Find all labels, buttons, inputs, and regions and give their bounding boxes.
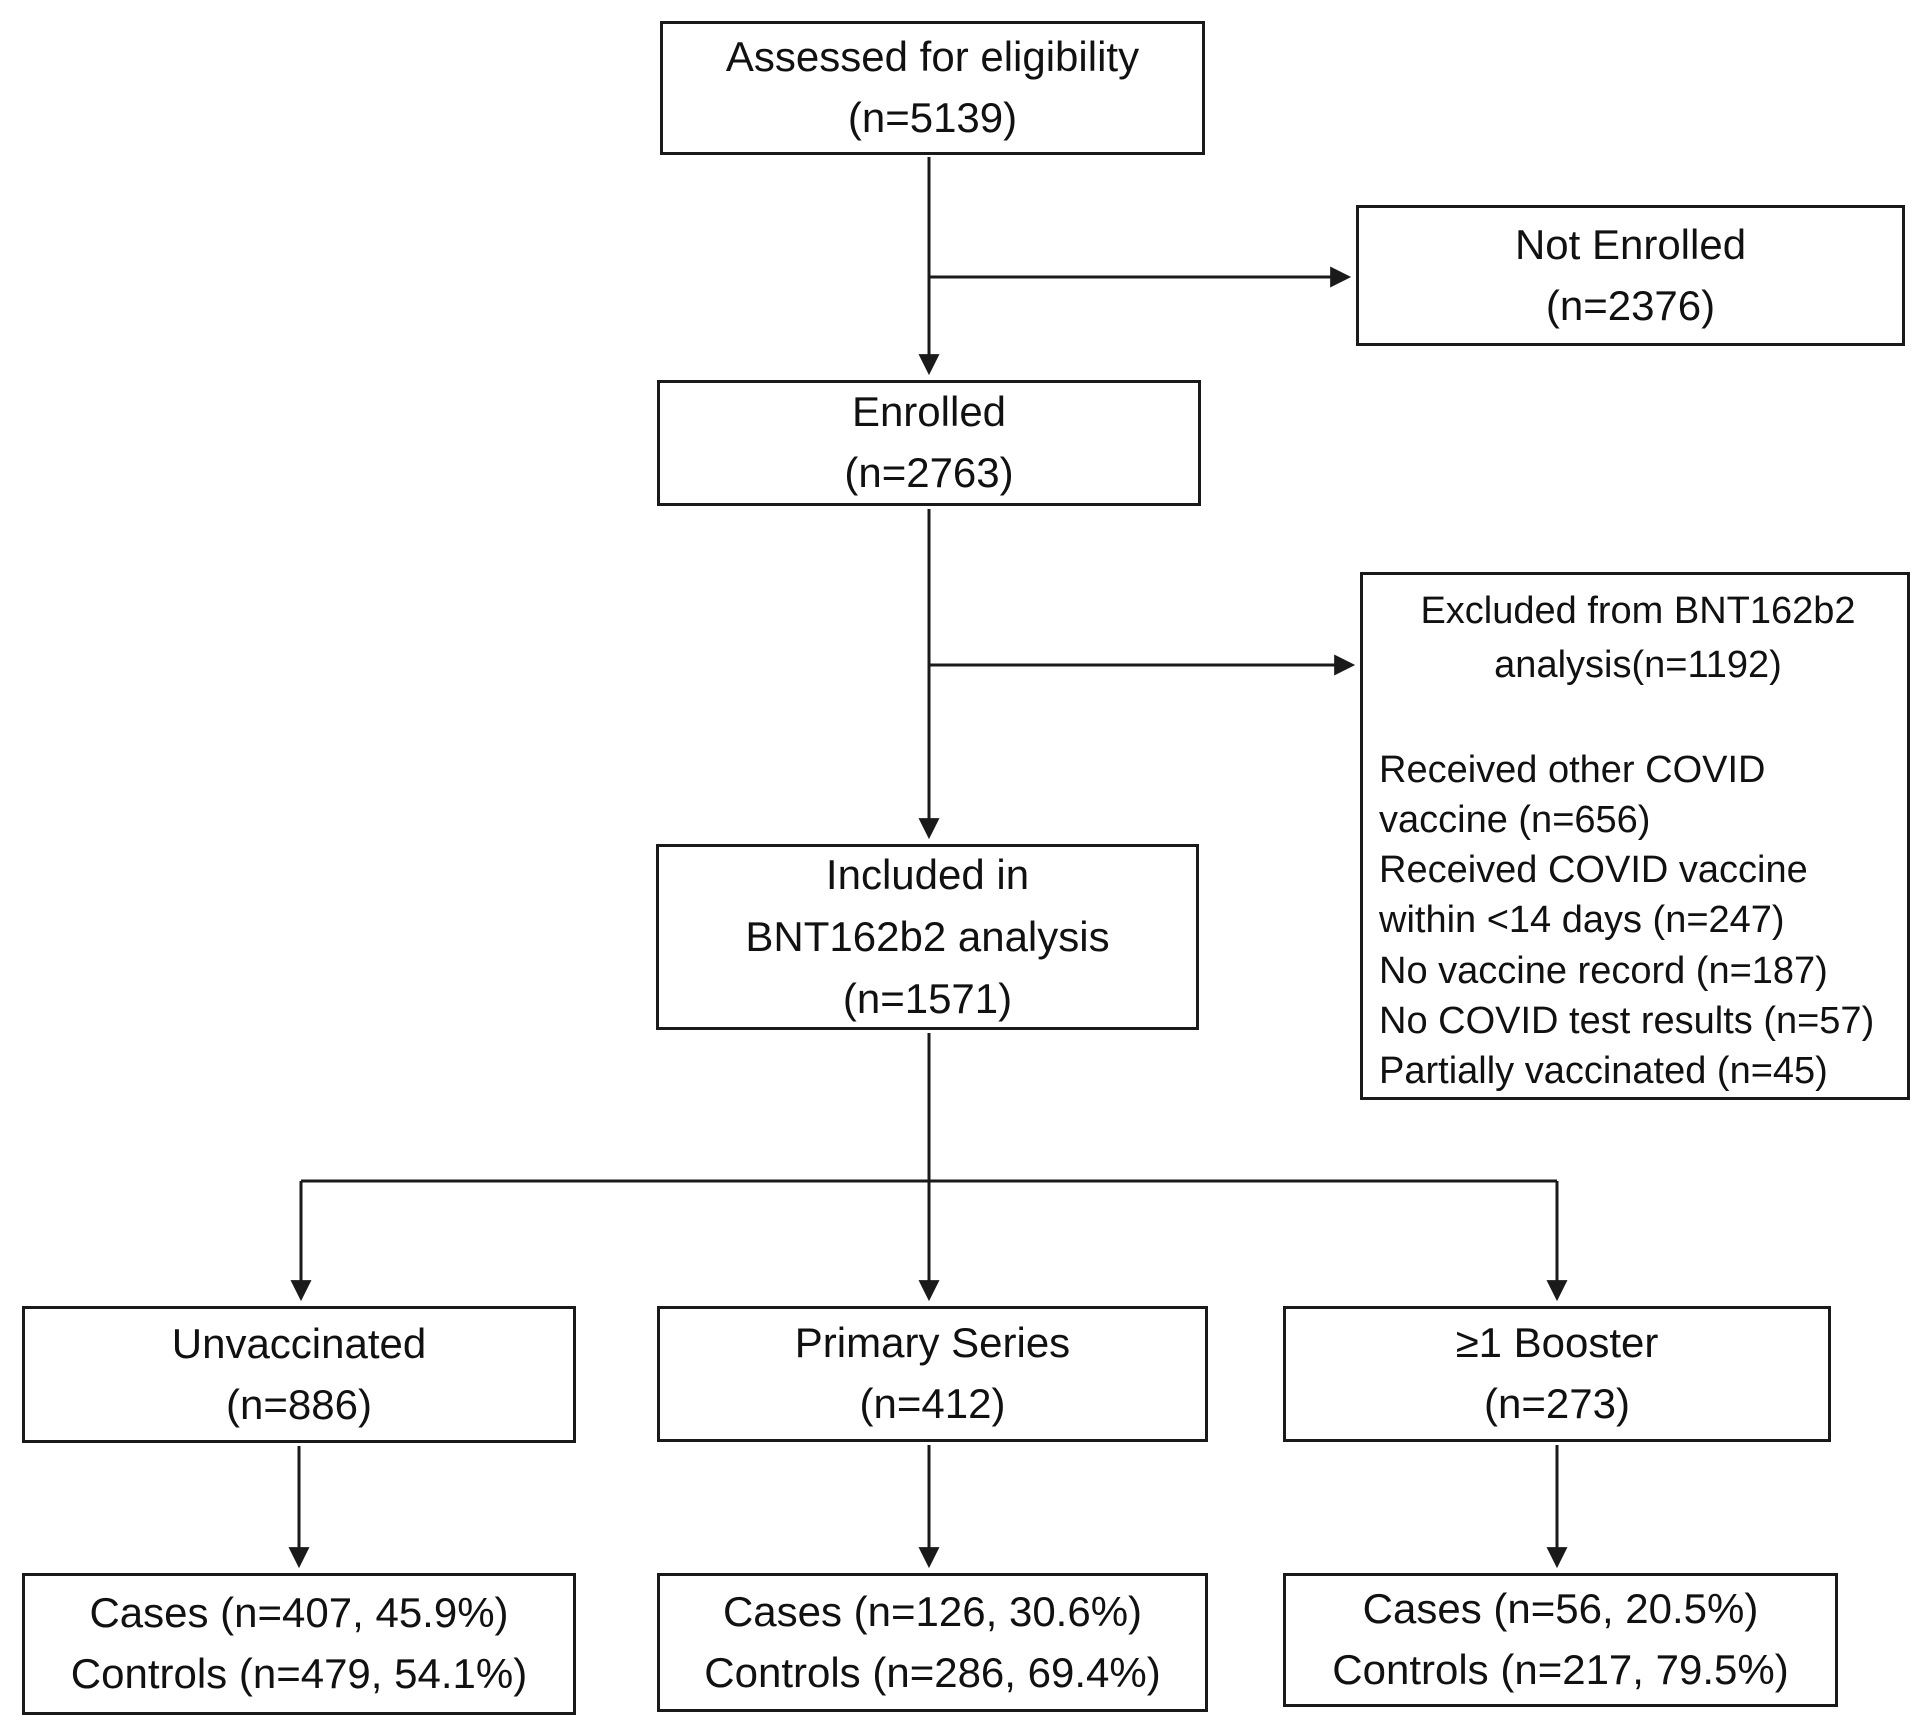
- box-primary-series-outcomes: Cases (n=126, 30.6%) Controls (n=286, 69…: [657, 1573, 1208, 1712]
- box-primary-series: Primary Series (n=412): [657, 1306, 1208, 1442]
- cases-line: Cases (n=407, 45.9%): [89, 1589, 509, 1637]
- controls-line: Controls (n=286, 69.4%): [704, 1648, 1161, 1696]
- excluded-reason-line: Partially vaccinated (n=45): [1379, 1049, 1828, 1092]
- excluded-reason-line: No vaccine record (n=187): [1379, 949, 1828, 992]
- box-count: (n=412): [859, 1380, 1006, 1427]
- excluded-reason-line: Received COVID vaccine: [1379, 849, 1808, 892]
- box-booster-outcomes: Cases (n=56, 20.5%) Controls (n=217, 79.…: [1283, 1573, 1838, 1707]
- box-unvaccinated: Unvaccinated (n=886): [22, 1306, 576, 1443]
- box-line: Excluded from BNT162b2: [1420, 590, 1856, 632]
- box-booster: ≥1 Booster (n=273): [1283, 1306, 1831, 1442]
- box-line: BNT162b2 analysis: [745, 913, 1110, 961]
- box-count: (n=5139): [847, 94, 1018, 141]
- excluded-reason-line: within <14 days (n=247): [1379, 899, 1785, 942]
- box-unvaccinated-outcomes: Cases (n=407, 45.9%) Controls (n=479, 54…: [22, 1573, 576, 1715]
- box-line: Unvaccinated: [171, 1319, 427, 1367]
- excluded-reason-line: Received other COVID: [1379, 748, 1766, 791]
- box-line: Primary Series: [794, 1319, 1071, 1367]
- excluded-title: Excluded from BNT162b2 analysis(n=1192): [1379, 585, 1897, 693]
- excluded-reason-line: No COVID test results (n=57): [1379, 999, 1875, 1042]
- box-assessed-eligibility: Assessed for eligibility (n=5139): [660, 21, 1205, 155]
- box-line: ≥1 Booster: [1455, 1319, 1659, 1367]
- cases-line: Cases (n=126, 30.6%): [722, 1587, 1143, 1635]
- box-count: (n=2376): [1545, 281, 1716, 329]
- box-count: (n=886): [226, 1380, 372, 1428]
- box-line: Enrolled: [851, 388, 1007, 436]
- box-enrolled: Enrolled (n=2763): [657, 380, 1201, 506]
- box-excluded-from-analysis: Excluded from BNT162b2 analysis(n=1192) …: [1360, 572, 1910, 1100]
- box-count: analysis(n=1192): [1494, 643, 1782, 686]
- box-line: Included in: [825, 851, 1030, 899]
- box-count: (n=273): [1484, 1380, 1630, 1427]
- excluded-spacer: [1379, 693, 1897, 745]
- box-count: (n=1571): [842, 974, 1013, 1022]
- controls-line: Controls (n=479, 54.1%): [70, 1650, 528, 1697]
- excluded-reason-line: vaccine (n=656): [1379, 799, 1651, 842]
- box-included-in-analysis: Included in BNT162b2 analysis (n=1571): [656, 844, 1199, 1030]
- excluded-reason-list: Received other COVID vaccine (n=656) Rec…: [1379, 745, 1897, 1096]
- controls-line: Controls (n=217, 79.5%): [1332, 1646, 1789, 1693]
- box-count: (n=2763): [844, 449, 1014, 496]
- box-line: Assessed for eligibility: [725, 33, 1140, 81]
- box-not-enrolled: Not Enrolled (n=2376): [1356, 205, 1905, 346]
- cases-line: Cases (n=56, 20.5%): [1362, 1585, 1759, 1633]
- box-line: Not Enrolled: [1514, 220, 1747, 268]
